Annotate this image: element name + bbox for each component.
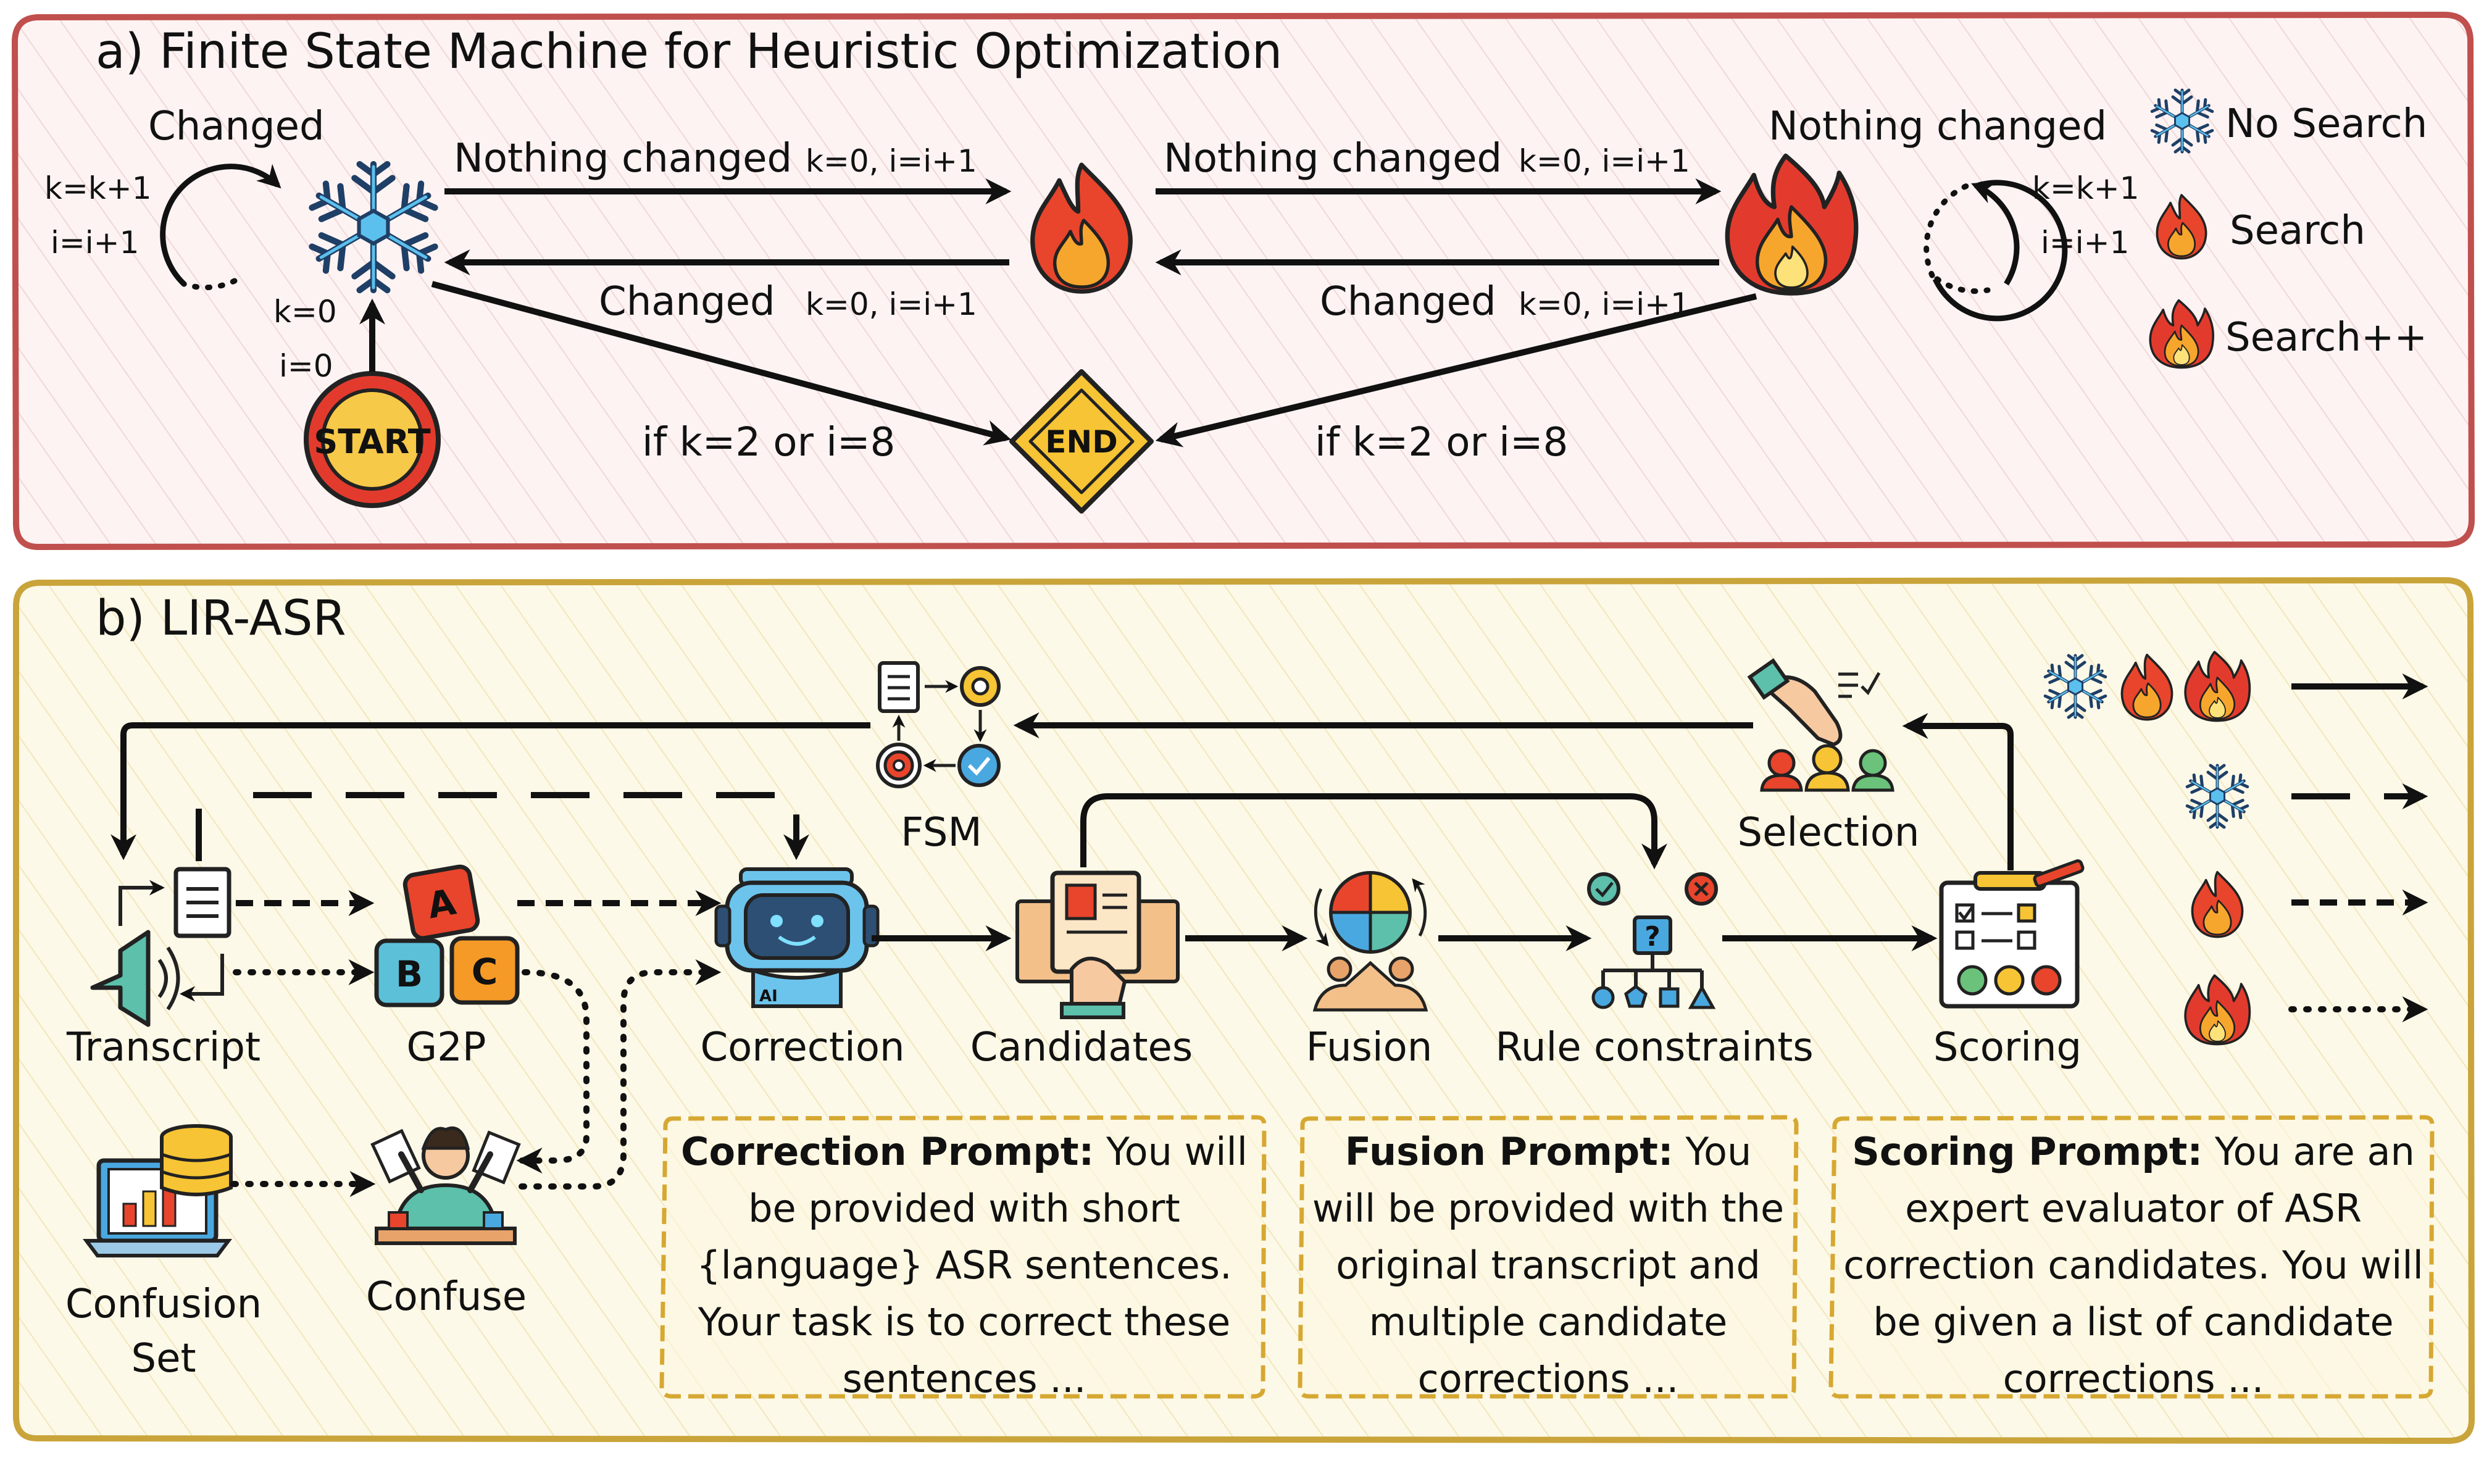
edge-fsm-to-transcript <box>110 722 870 861</box>
node-correction: Correction <box>700 1025 904 1070</box>
node-selection: Selection <box>1738 810 1920 856</box>
node-candidates: Candidates <box>970 1025 1193 1070</box>
edge-4-label: Changed <box>1320 279 1496 325</box>
panel-a: a) Finite State Machine for Heuristic Op… <box>12 12 2475 550</box>
robot-icon: AI <box>714 867 880 1008</box>
edge-bigflame-to-end <box>1155 293 1757 448</box>
prompt-correction: Correction Prompt: You will be provided … <box>674 1123 1254 1407</box>
legend-b <box>2044 651 2428 1046</box>
node-confusion-set-1: Confusion <box>65 1282 262 1327</box>
start-init-i: i=0 <box>279 348 333 384</box>
edge-snow-to-end <box>431 281 1012 446</box>
edge-3-update: k=0, i=i+1 <box>1519 143 1690 179</box>
edge-flame-to-bigflame: Nothing changed k=0, i=i+1 <box>1156 136 1722 204</box>
panel-a-frame <box>12 12 2475 550</box>
prompt-scoring-text: You are an expert evaluator of ASR corre… <box>1843 1129 2424 1401</box>
candidates-icon <box>1015 870 1180 1019</box>
edge-candidates-to-rules <box>1080 793 1667 870</box>
legend-a-label-0: No Search <box>2225 101 2427 147</box>
loop-right-i: i=i+1 <box>2041 225 2129 261</box>
legend-a: No Search Search Search++ <box>2149 90 2427 369</box>
prompt-box-scoring <box>1828 1115 2435 1399</box>
legend-a-label-2: Search++ <box>2225 315 2427 361</box>
prompt-fusion-title: Fusion Prompt: <box>1344 1129 1673 1174</box>
prompt-correction-text: You will be provided with short {languag… <box>696 1129 1248 1401</box>
node-scoring: Scoring <box>1933 1025 2082 1070</box>
end-cond-right: if k=2 or i=8 <box>1315 420 1568 465</box>
loop-left-label: Changed <box>148 104 325 149</box>
start-label: START <box>314 422 430 461</box>
end-node: END <box>1009 369 1154 514</box>
fsm-icon <box>876 661 1001 788</box>
edge-2-label: Changed <box>599 279 775 325</box>
prompt-box-fusion <box>1298 1115 1799 1399</box>
edge-1-update: k=0, i=i+1 <box>806 143 977 179</box>
edge-scoring-to-selection <box>1902 713 2014 870</box>
node-transcript: Transcript <box>66 1025 260 1070</box>
legend-a-label-1: Search <box>2230 208 2365 254</box>
prompt-scoring: Scoring Prompt: You are an expert evalua… <box>1843 1123 2424 1407</box>
confuse-icon <box>370 1126 521 1245</box>
edge-flame-to-snow: Changed k=0, i=i+1 <box>444 249 1009 325</box>
svg-text:?: ? <box>1644 921 1661 953</box>
node-rule-constraints: Rule constraints <box>1495 1025 1813 1070</box>
loop-left-i: i=i+1 <box>51 225 139 261</box>
panel-a-title: a) Finite State Machine for Heuristic Op… <box>96 24 1282 80</box>
prompt-box-correction <box>659 1115 1267 1399</box>
confusion-set-icon <box>83 1124 233 1257</box>
node-confuse: Confuse <box>366 1274 527 1320</box>
prompt-fusion-text: You will be provided with the original t… <box>1312 1129 1785 1401</box>
node-fsm: FSM <box>901 810 982 856</box>
edge-g2p-to-confuse-dotted <box>516 969 590 1173</box>
node-g2p: G2P <box>407 1025 486 1070</box>
selection-icon <box>1747 658 1894 792</box>
scoring-icon <box>1939 859 2085 1009</box>
edge-3-label: Nothing changed <box>1164 136 1502 181</box>
edge-2-update: k=0, i=i+1 <box>806 286 977 322</box>
loop-left: Changed k=k+1 i=i+1 <box>44 104 325 291</box>
rule-tree-icon: ? <box>1587 872 1718 1009</box>
loop-left-k: k=k+1 <box>44 170 152 206</box>
edge-confuse-to-correction-dotted <box>519 959 722 1190</box>
panel-b-title: b) LIR-ASR <box>96 591 346 646</box>
loop-right-label: Nothing changed <box>1769 104 2107 149</box>
edge-1-label: Nothing changed <box>454 136 792 181</box>
g2p-letter-c: C <box>472 951 498 993</box>
transcript-icon <box>90 867 231 1027</box>
node-confusion-set-2: Set <box>131 1336 196 1382</box>
robot-badge: AI <box>759 987 778 1006</box>
fusion-icon <box>1312 871 1428 1012</box>
start-init-k: k=0 <box>273 294 337 330</box>
g2p-letter-b: B <box>396 953 423 995</box>
g2p-icon: A B C <box>374 864 520 1007</box>
edge-snow-to-flame: Nothing changed k=0, i=i+1 <box>444 136 1012 204</box>
start-node: START <box>304 371 441 508</box>
node-fusion: Fusion <box>1306 1025 1433 1070</box>
end-label: END <box>1045 424 1118 460</box>
loop-right: Nothing changed k=k+1 i=i+1 <box>1769 104 2140 322</box>
loop-right-k: k=k+1 <box>2032 170 2140 206</box>
prompt-scoring-title: Scoring Prompt: <box>1852 1129 2203 1174</box>
prompt-correction-title: Correction Prompt: <box>681 1129 1094 1174</box>
prompt-fusion: Fusion Prompt: You will be provided with… <box>1309 1123 1788 1407</box>
panel-b: b) LIR-ASR Transcript A B C G2P <box>13 577 2475 1444</box>
end-cond-left: if k=2 or i=8 <box>642 420 895 465</box>
